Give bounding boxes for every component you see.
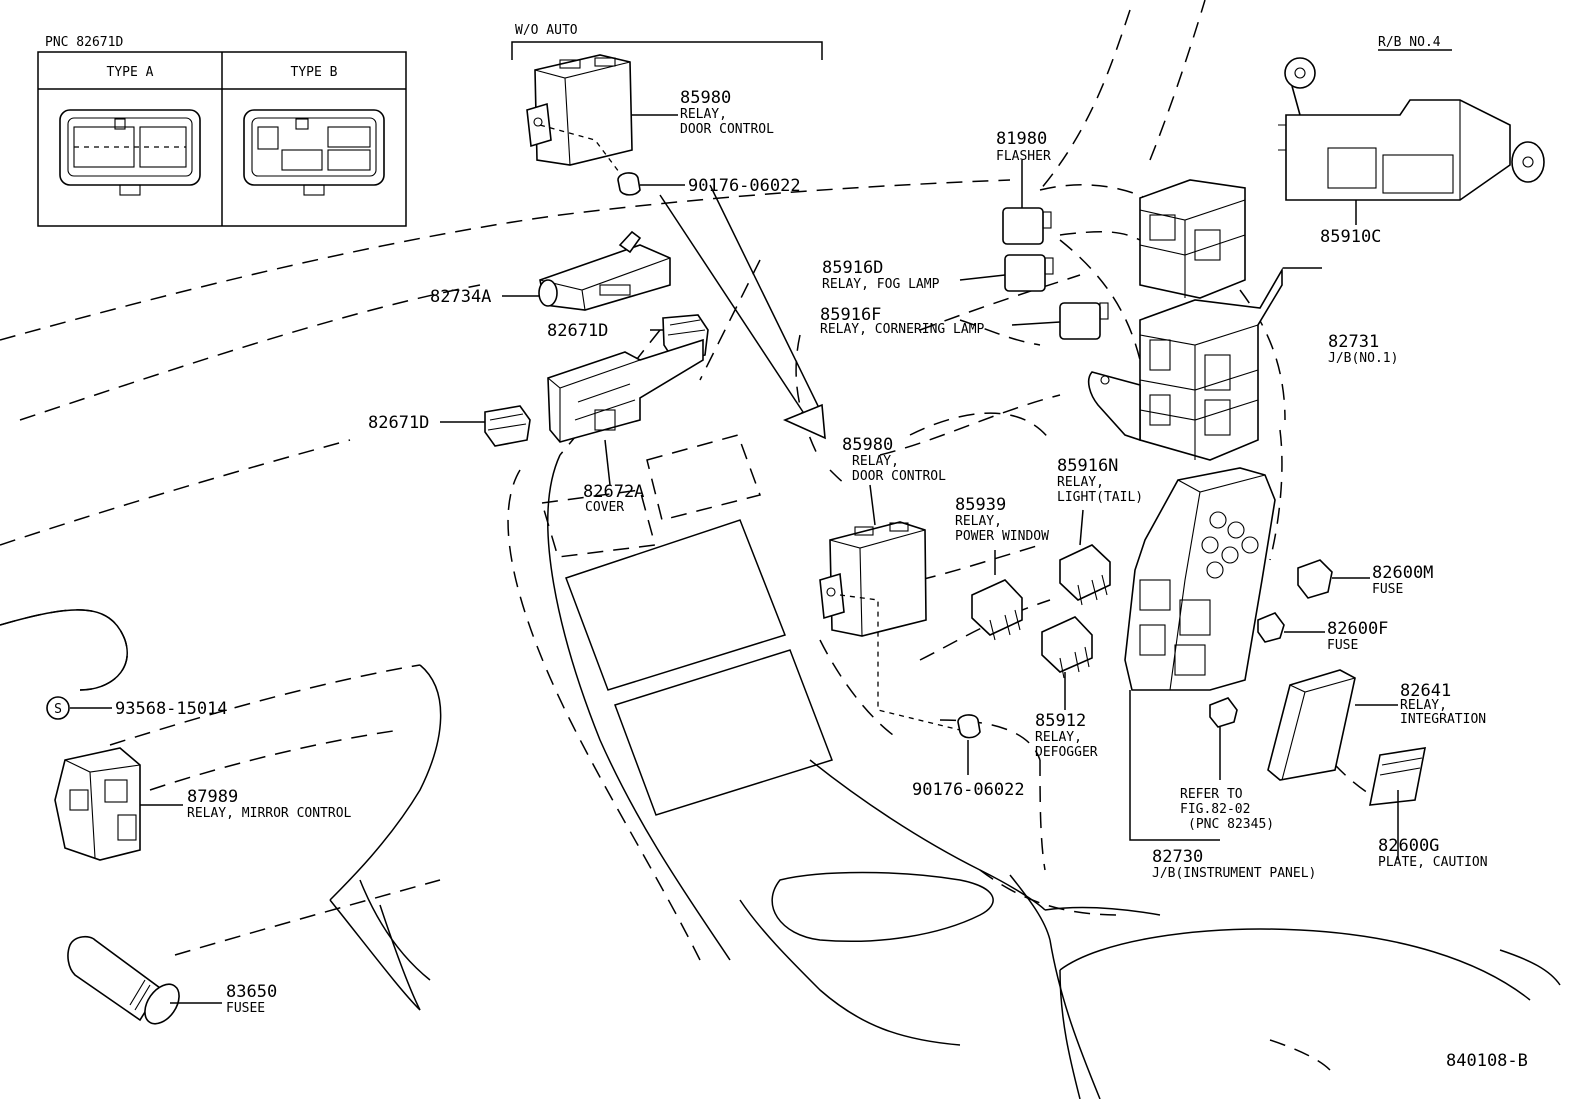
label-87989-number: 87989 [187,787,238,807]
screw-symbol: S [54,702,62,717]
door-control-relay-mid [819,521,981,739]
fusee-83650 [67,935,180,1025]
label-90176-top: 90176-06022 [688,176,801,196]
rb-no4-group: R/B NO.4 [1278,35,1545,201]
label-82641-desc2: INTEGRATION [1400,712,1486,727]
fuse-82600f [1257,612,1285,643]
console-panels [541,434,833,816]
legend-type-b: TYPE B [291,65,338,80]
legend-pnc: PNC 82671D [45,35,123,50]
relay-power-window-85939 [971,579,1023,641]
caution-plate-82600g [1369,747,1427,806]
legend-type-a: TYPE A [107,65,154,80]
pointer-arrow [659,184,826,440]
label-82600g-number: 82600G [1378,836,1439,856]
labels: 85980 RELAY, DOOR CONTROL 90176-06022 81… [115,88,1528,1071]
label-83650-number: 83650 [226,982,277,1002]
label-85916n-desc2: LIGHT(TAIL) [1057,490,1143,505]
label-90176-bot: 90176-06022 [912,780,1025,800]
label-82672a-number: 82672A [583,482,644,502]
label-82600f-desc: FUSE [1327,638,1358,653]
label-85939-number: 85939 [955,495,1006,515]
label-85916d-desc: RELAY, FOG LAMP [822,277,940,292]
label-82734a-number: 82734A [430,287,491,307]
type-b-connector-icon [243,109,385,196]
small-relay-refer [1209,697,1238,728]
rb-no4-label: R/B NO.4 [1378,35,1441,50]
label-85980-mid-desc1: RELAY, [852,454,899,469]
label-85980-top-desc1: RELAY, [680,107,727,122]
label-82672a-desc: COVER [585,500,624,515]
wo-auto-label: W/O AUTO [515,23,578,38]
fuse-box-cover-cluster [484,230,709,447]
label-85916d-number: 85916D [822,258,883,278]
label-93568-number: 93568-15014 [115,699,228,719]
label-82600g-desc: PLATE, CAUTION [1378,855,1488,870]
connector-type-legend: PNC 82671D TYPE A TYPE B [37,35,407,227]
mirror-control-relay-87989 [54,747,141,861]
label-85910c-number: 85910C [1320,227,1381,247]
fuse-82600m [1297,559,1333,599]
relay-cornering-lamp-85916f [1059,302,1109,340]
label-85912-number: 85912 [1035,711,1086,731]
relay-light-tail-85916n [1059,544,1111,606]
label-82600m-desc: FUSE [1372,582,1403,597]
label-85980-mid-number: 85980 [842,435,893,455]
leader-lines [70,114,1399,1004]
label-82641-number: 82641 [1400,681,1451,701]
label-87989-desc: RELAY, MIRROR CONTROL [187,806,352,821]
label-81980-desc: FLASHER [996,149,1051,164]
label-82671d-a-number: 82671D [547,321,608,341]
relay-defogger-85912 [1041,616,1093,679]
type-a-connector-icon [59,109,201,196]
label-85916f-number: 85916F [820,305,881,325]
label-82600m-number: 82600M [1372,563,1433,583]
door-control-relay-top [526,54,641,196]
label-82730-desc: J/B(INSTRUMENT PANEL) [1152,866,1316,881]
label-refer-line3: (PNC 82345) [1188,817,1274,832]
label-85912-desc2: DEFOGGER [1035,745,1098,760]
label-85916n-desc1: RELAY, [1057,475,1104,490]
label-85980-top-number: 85980 [680,88,731,108]
relay-block-no4 [1278,57,1545,201]
label-85939-desc2: POWER WINDOW [955,529,1049,544]
label-85980-mid-desc2: DOOR CONTROL [852,469,946,484]
label-82731-number: 82731 [1328,332,1379,352]
label-82730-number: 82730 [1152,847,1203,867]
label-83650-desc: FUSEE [226,1001,265,1016]
wo-auto-bracket: W/O AUTO [511,23,823,60]
label-82641-desc1: RELAY, [1400,698,1447,713]
integration-relay-82641 [1267,669,1356,781]
label-refer-line2: FIG.82-02 [1180,802,1250,817]
relay-fog-lamp-85916d [1004,254,1054,292]
label-81980-number: 81980 [996,129,1047,149]
label-85916f-desc: RELAY, CORNERING LAMP [820,322,985,337]
diagram-code: 840108-B [1446,1051,1528,1071]
label-85980-top-desc2: DOOR CONTROL [680,122,774,137]
label-85912-desc1: RELAY, [1035,730,1082,745]
junction-block-no1 [1087,179,1283,461]
screw-symbol-group: S [46,696,70,720]
label-82731-desc: J/B(NO.1) [1328,351,1398,366]
label-refer-line1: REFER TO [1180,787,1243,802]
label-82600f-number: 82600F [1327,619,1388,639]
junction-block-instrument-panel [1124,467,1276,691]
flasher-81980 [1002,207,1052,245]
label-85916n-number: 85916N [1057,456,1118,476]
label-85939-desc1: RELAY, [955,514,1002,529]
label-82671d-b-number: 82671D [368,413,429,433]
